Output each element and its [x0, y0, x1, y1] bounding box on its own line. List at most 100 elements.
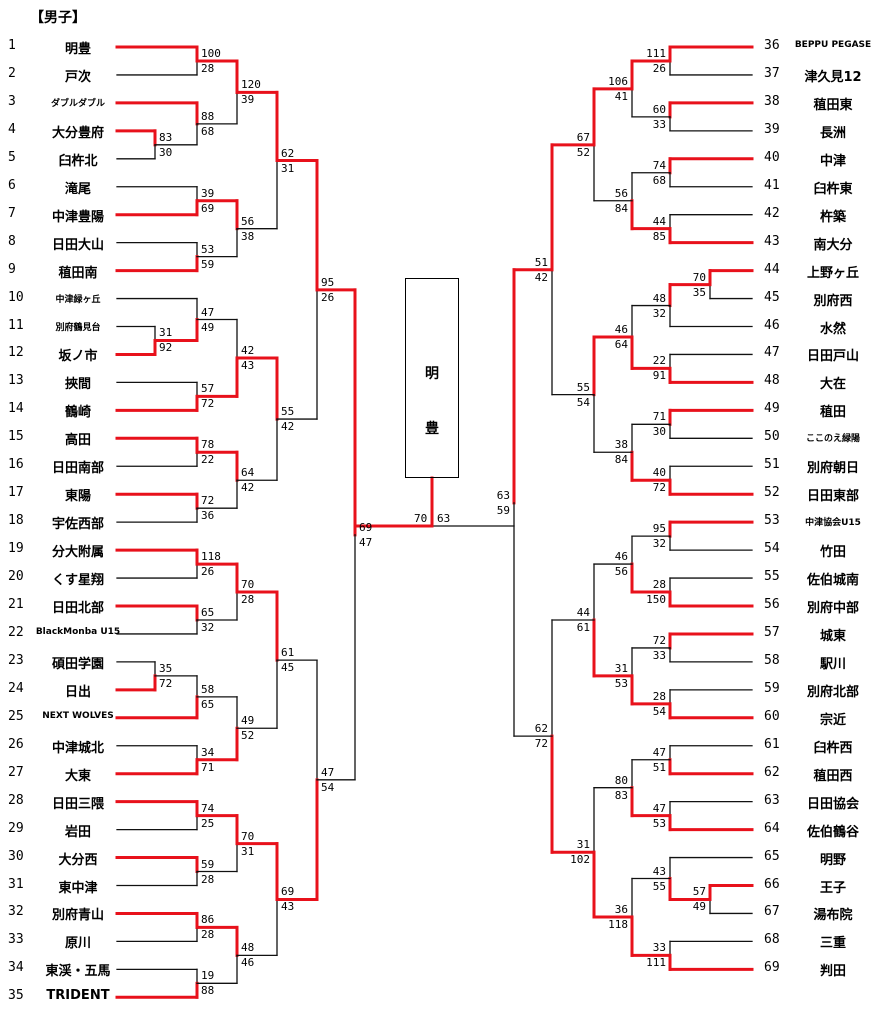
left-team-number: 1 [8, 38, 16, 53]
left-team-name: 中津城北 [51, 740, 105, 756]
match-score: 55 [281, 405, 295, 419]
match-score: 47 [321, 765, 335, 779]
match-score: 41 [614, 89, 628, 103]
match-score: 22 [652, 354, 666, 368]
match-score: 33 [652, 941, 666, 955]
match-score: 28 [201, 61, 215, 75]
left-team-name: 中津緑ヶ丘 [55, 294, 101, 305]
left-team-name: 別府鶴見台 [55, 322, 101, 333]
match-score: 42 [241, 481, 255, 495]
champion-name: 明豊 [406, 347, 458, 457]
match-score: 51 [652, 760, 666, 774]
right-team-number: 58 [764, 652, 780, 668]
match-score: 38 [614, 438, 628, 452]
right-team-number: 46 [764, 317, 780, 333]
match-score: 59 [496, 503, 510, 517]
right-team-name: 佐伯城南 [806, 573, 860, 589]
right-team-name: 稙田西 [813, 768, 853, 784]
left-team-number: 18 [8, 513, 24, 529]
right-team-name: BEPPU PEGASE [794, 40, 872, 50]
match-score: 69 [281, 885, 295, 899]
match-score: 28 [201, 872, 215, 886]
match-score: 69 [359, 520, 373, 534]
left-team-name: 高田 [64, 433, 92, 449]
right-team-name: 中津協会U15 [805, 518, 861, 529]
champion-box: 明豊 [405, 278, 459, 478]
left-team-name: 分大附属 [51, 545, 105, 561]
match-score: 47 [359, 535, 373, 549]
right-team-number: 63 [764, 792, 780, 808]
right-team-number: 57 [764, 624, 780, 640]
match-score: 88 [201, 984, 215, 998]
match-score: 42 [534, 270, 548, 284]
match-score: 72 [159, 676, 173, 690]
left-team-number: 3 [8, 93, 16, 109]
match-score: 56 [241, 214, 255, 228]
right-team-name: 城東 [819, 628, 847, 644]
match-score: 83 [614, 788, 628, 802]
left-team-name: ダブルダブル [50, 98, 106, 109]
match-score: 31 [241, 844, 255, 858]
match-score: 61 [281, 646, 295, 660]
match-score: 70 [241, 829, 255, 843]
left-team-number: 26 [8, 736, 24, 752]
left-team-name: 稙田南 [58, 265, 98, 281]
match-score: 44 [576, 605, 590, 619]
right-team-number: 50 [764, 429, 780, 445]
champion-char: 明 [425, 366, 439, 382]
left-team-number: 4 [8, 121, 16, 137]
match-score: 65 [201, 697, 215, 711]
match-score: 111 [646, 956, 666, 970]
left-team-number: 21 [8, 597, 24, 612]
match-score: 52 [241, 729, 255, 743]
left-team-number: 35 [8, 988, 24, 1004]
match-score: 55 [576, 380, 590, 394]
right-team-number: 55 [764, 569, 780, 585]
right-team-name: 別府中部 [806, 601, 860, 616]
match-score: 59 [201, 857, 215, 871]
match-score: 22 [201, 453, 215, 467]
match-score: 53 [201, 242, 215, 256]
match-score: 32 [201, 620, 215, 634]
match-score: 31 [576, 838, 590, 852]
right-team-number: 59 [764, 680, 780, 696]
left-team-number: 6 [8, 177, 16, 193]
right-team-name: 佐伯鶴谷 [806, 824, 860, 840]
left-team-number: 27 [8, 764, 24, 780]
match-score: 84 [614, 453, 628, 467]
left-team-number: 15 [8, 429, 24, 445]
left-team-name: 日田北部 [51, 601, 105, 616]
left-team-number: 16 [8, 457, 24, 473]
match-score: 49 [201, 320, 215, 334]
match-score: 47 [652, 801, 666, 815]
match-score: 49 [241, 714, 255, 728]
right-team-number: 42 [764, 205, 780, 221]
left-team-name: 日田三隈 [51, 796, 105, 812]
left-team-name: 東中津 [58, 880, 98, 896]
match-score: 111 [646, 46, 666, 60]
match-score: 84 [614, 201, 628, 215]
left-team-number: 24 [8, 680, 24, 696]
match-score: 47 [201, 305, 215, 319]
match-score: 85 [652, 229, 666, 243]
left-team-name: 東渓・五馬 [45, 964, 111, 980]
match-score: 26 [652, 61, 666, 75]
champion-char: 豊 [425, 421, 439, 437]
right-team-name: 湯布院 [813, 908, 853, 924]
match-score: 72 [652, 633, 666, 647]
match-score: 26 [321, 290, 335, 304]
match-score: 72 [652, 481, 666, 495]
right-team-name: ここのえ緑陽 [805, 434, 861, 445]
match-score: 70 [692, 270, 706, 284]
right-team-name: 津久見12 [804, 69, 862, 85]
match-score: 71 [652, 410, 666, 424]
left-team-number: 7 [8, 205, 16, 221]
right-team-number: 39 [764, 121, 780, 137]
final-score: 63 [437, 512, 451, 525]
left-team-number: 25 [8, 708, 24, 724]
right-team-name: 王子 [819, 880, 847, 896]
match-score: 36 [201, 509, 215, 523]
right-team-number: 61 [764, 736, 780, 752]
left-team-number: 14 [8, 401, 24, 417]
